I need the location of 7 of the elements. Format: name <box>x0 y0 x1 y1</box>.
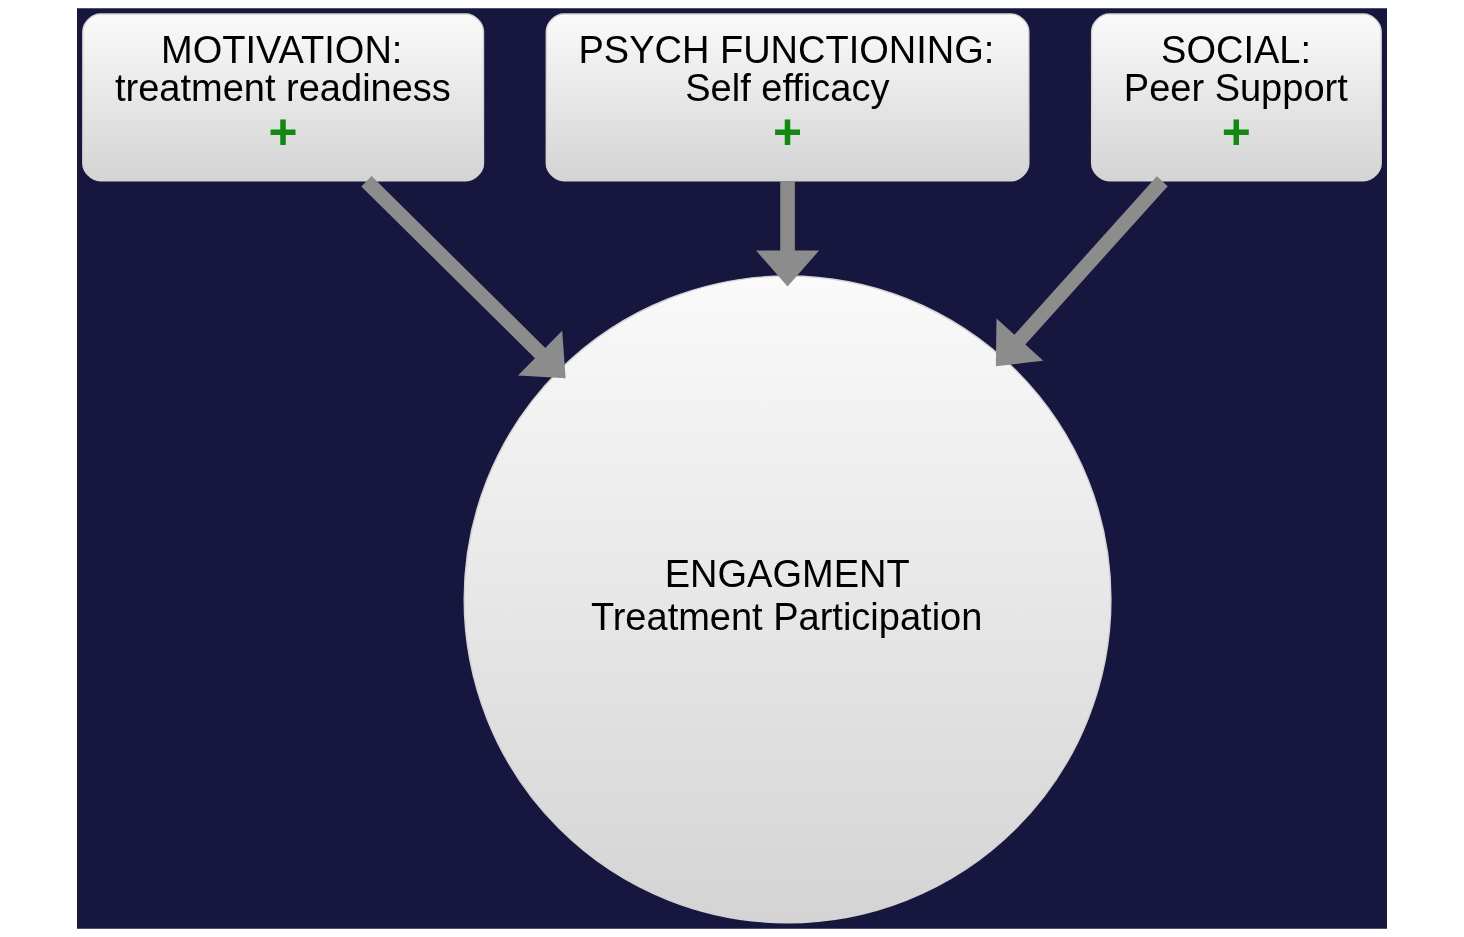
node-box: PSYCH FUNCTIONING: Self efficacy + <box>545 13 1030 182</box>
node-circle: ENGAGMENT Treatment Participation <box>463 275 1112 924</box>
node-box: MOTIVATION: treatment readiness + <box>82 13 485 182</box>
arrow <box>995 176 1168 367</box>
arrow <box>756 181 820 287</box>
node-box: SOCIAL: Peer Support + <box>1090 13 1382 182</box>
arrow <box>361 176 566 379</box>
